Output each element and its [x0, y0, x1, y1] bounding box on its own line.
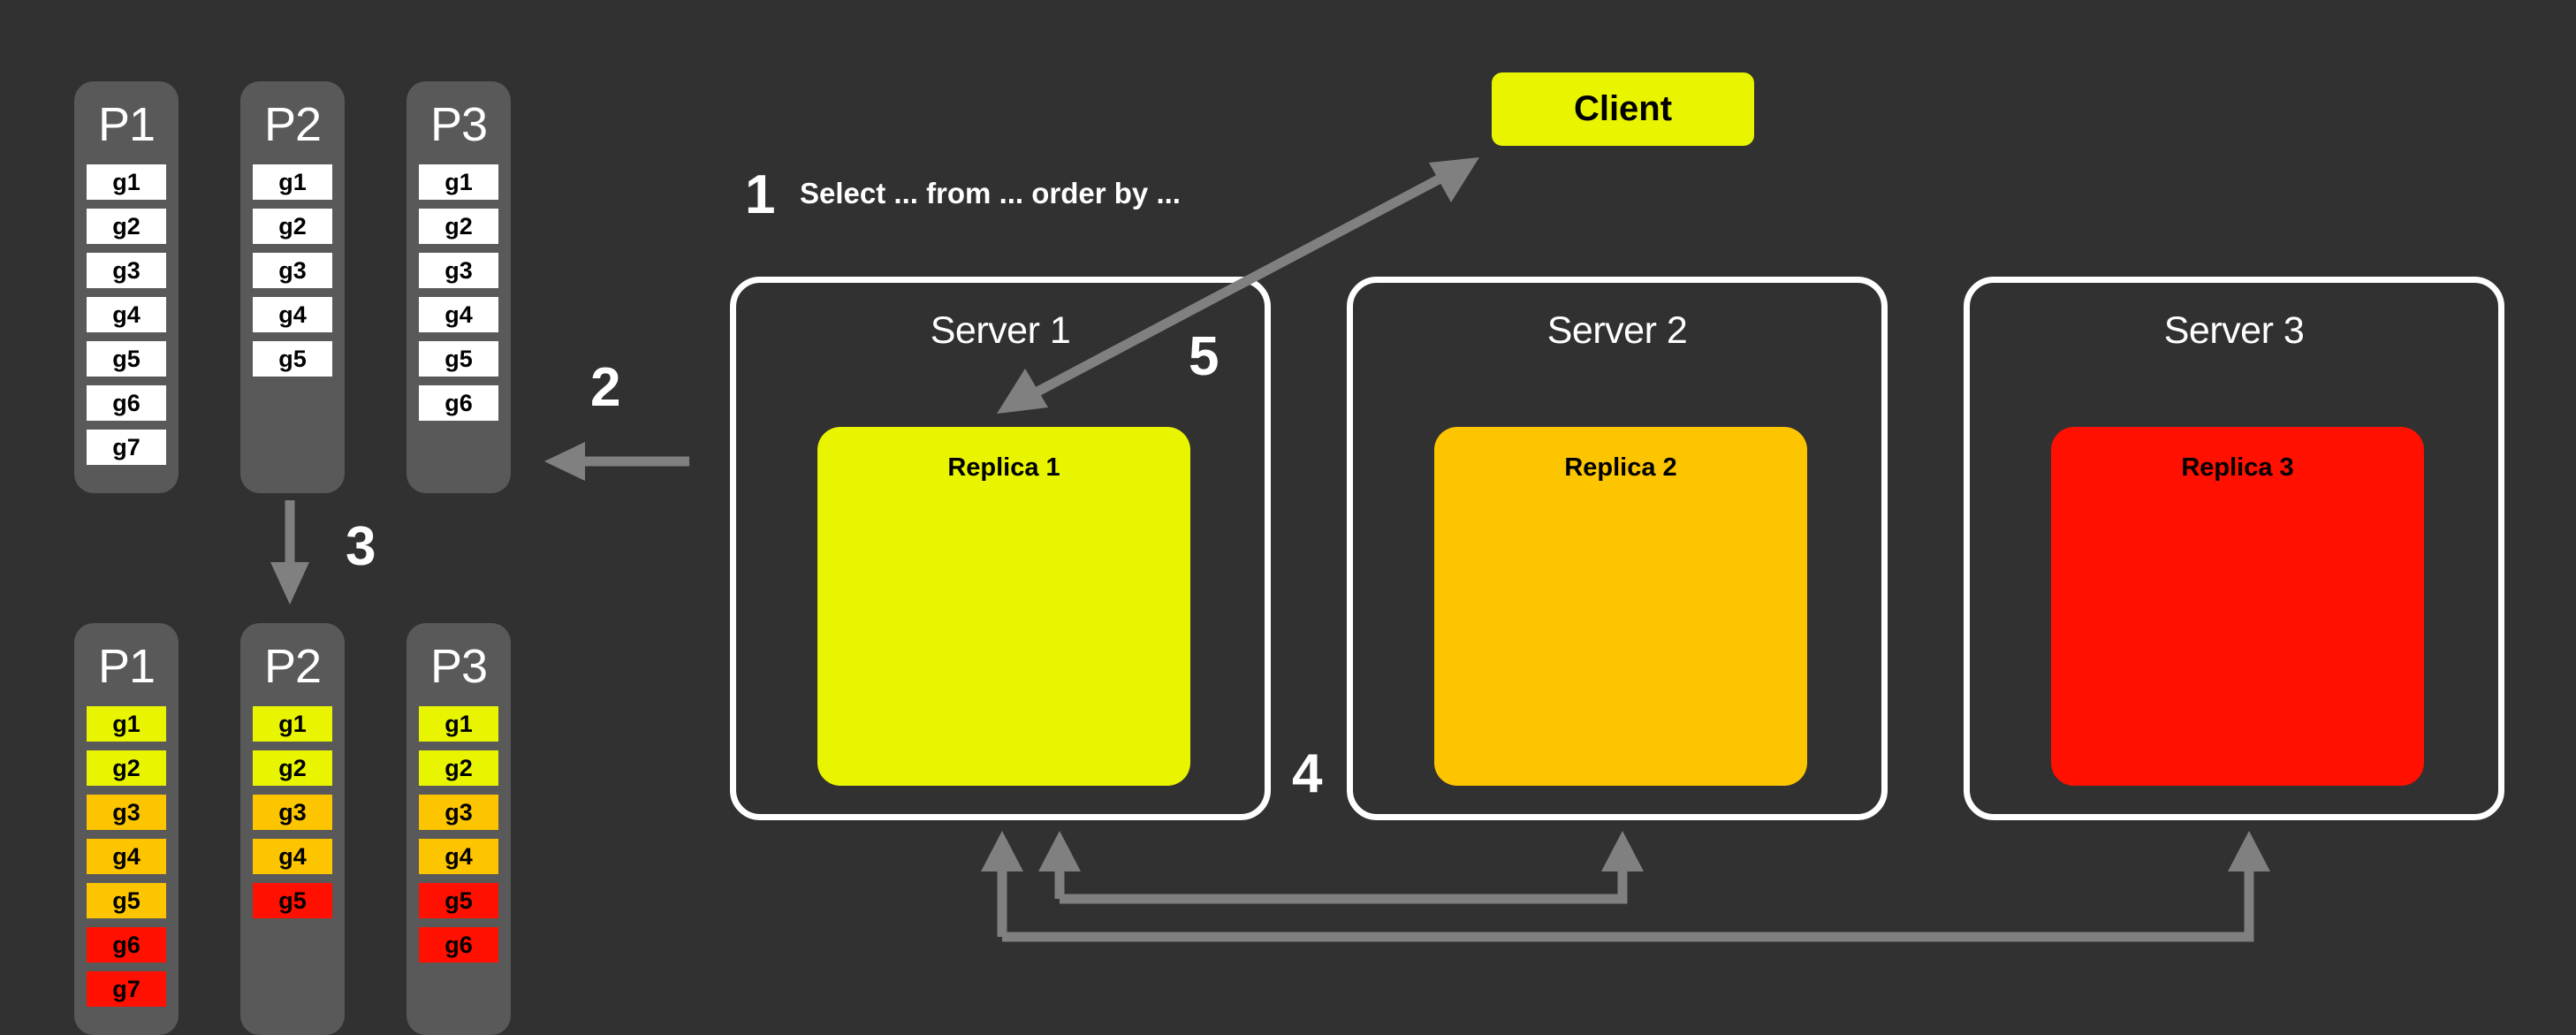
partition-cell: g4: [419, 297, 498, 332]
step-number-3: 3: [346, 516, 376, 577]
partition-cell: g1: [87, 164, 166, 200]
arrow-step4-bracket-outer: [981, 831, 2270, 942]
replica-label: Replica 1: [947, 453, 1060, 482]
partition-column-p2-unsorted: P2 g1 g2 g3 g4 g5: [240, 81, 345, 493]
partition-cell: g3: [419, 253, 498, 288]
arrow-step3-down: [270, 500, 309, 605]
partition-cell: g3: [87, 253, 166, 288]
partition-cell: g6: [87, 385, 166, 421]
client-label: Client: [1573, 89, 1673, 128]
partition-cell: g4: [253, 839, 332, 874]
replica-box-1[interactable]: Replica 1: [817, 427, 1190, 786]
partition-cell-list: g1 g2 g3 g4 g5: [240, 164, 345, 377]
partition-cell-list: g1 g2 g3 g4 g5 g6 g7: [74, 706, 179, 1007]
partition-cell: g3: [419, 795, 498, 830]
partition-title: P1: [97, 640, 156, 693]
replica-label: Replica 3: [2181, 453, 2294, 482]
replica-box-2[interactable]: Replica 2: [1434, 427, 1807, 786]
partition-cell: g2: [253, 209, 332, 244]
partition-cell: g2: [419, 750, 498, 786]
partition-cell: g5: [253, 883, 332, 918]
partition-title: P3: [429, 98, 488, 151]
partition-cell: g2: [87, 750, 166, 786]
partition-cell: g2: [87, 209, 166, 244]
partition-cell: g5: [419, 341, 498, 377]
partition-title: P3: [429, 640, 488, 693]
server-box-2[interactable]: Server 2 Replica 2: [1347, 277, 1888, 820]
partition-cell: g3: [253, 795, 332, 830]
partition-cell: g7: [87, 430, 166, 465]
partition-title: P2: [263, 98, 322, 151]
client-box[interactable]: Client: [1492, 72, 1754, 146]
partition-cell: g1: [253, 706, 332, 742]
partition-cell: g4: [87, 297, 166, 332]
server-box-1[interactable]: Server 1 Replica 1: [730, 277, 1271, 820]
partition-cell-list: g1 g2 g3 g4 g5 g6: [407, 164, 511, 421]
partition-cell: g1: [87, 706, 166, 742]
partition-cell: g3: [87, 795, 166, 830]
arrow-step2-left: [544, 442, 689, 481]
partition-cell: g5: [87, 883, 166, 918]
server-title: Server 3: [2163, 309, 2305, 352]
partition-cell: g2: [419, 209, 498, 244]
partition-column-p3-sorted: P3 g1 g2 g3 g4 g5 g6: [407, 623, 511, 1035]
partition-cell: g6: [419, 927, 498, 963]
partition-title: P1: [97, 98, 156, 151]
partition-cell: g5: [253, 341, 332, 377]
partition-cell: g3: [253, 253, 332, 288]
partition-cell-list: g1 g2 g3 g4 g5: [240, 706, 345, 918]
arrow-step4-bracket-inner: [1038, 831, 1644, 904]
step-number-1: 1: [745, 164, 776, 225]
partition-cell: g7: [87, 971, 166, 1007]
partition-title: P2: [263, 640, 322, 693]
step-number-4: 4: [1292, 743, 1323, 804]
partition-cell: g5: [87, 341, 166, 377]
partition-cell-list: g1 g2 g3 g4 g5 g6 g7: [74, 164, 179, 465]
query-caption-text: Select ... from ... order by ...: [800, 177, 1181, 209]
server-box-3[interactable]: Server 3 Replica 3: [1964, 277, 2504, 820]
partition-cell: g6: [419, 385, 498, 421]
partition-cell: g4: [87, 839, 166, 874]
partition-cell: g1: [253, 164, 332, 200]
partition-cell: g1: [419, 164, 498, 200]
partition-column-p2-sorted: P2 g1 g2 g3 g4 g5: [240, 623, 345, 1035]
replica-label: Replica 2: [1564, 453, 1677, 482]
partition-column-p1-unsorted: P1 g1 g2 g3 g4 g5 g6 g7: [74, 81, 179, 493]
replica-box-3[interactable]: Replica 3: [2051, 427, 2424, 786]
partition-cell: g4: [419, 839, 498, 874]
partition-cell: g1: [419, 706, 498, 742]
partition-column-p1-sorted: P1 g1 g2 g3 g4 g5 g6 g7: [74, 623, 179, 1035]
partition-cell: g6: [87, 927, 166, 963]
partition-cell-list: g1 g2 g3 g4 g5 g6: [407, 706, 511, 963]
server-title: Server 2: [1546, 309, 1688, 352]
partition-cell: g5: [419, 883, 498, 918]
server-title: Server 1: [930, 309, 1071, 352]
partition-column-p3-unsorted: P3 g1 g2 g3 g4 g5 g6: [407, 81, 511, 493]
step-number-2: 2: [590, 357, 621, 418]
partition-cell: g4: [253, 297, 332, 332]
partition-cell: g2: [253, 750, 332, 786]
